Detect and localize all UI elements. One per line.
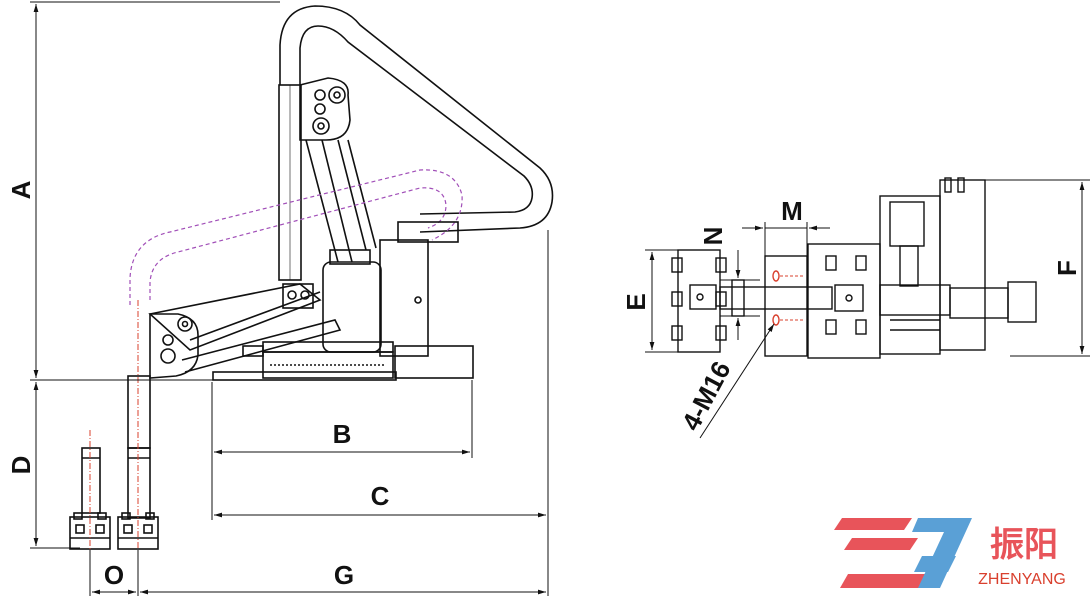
dim-label-g: G — [334, 560, 354, 590]
dim-label-n: N — [698, 227, 728, 246]
gripper-center-lines — [89, 300, 139, 555]
top-gripper-left — [671, 249, 727, 353]
base-carriage — [212, 341, 474, 381]
dim-label-f: F — [1052, 260, 1082, 276]
top-dimensions — [645, 179, 1090, 439]
top-connecting-rod — [719, 279, 833, 317]
dim-label-m: M — [781, 196, 803, 226]
dim-label-e: E — [621, 293, 651, 310]
upper-arm-plate — [299, 77, 351, 141]
dim-label-c: C — [371, 481, 390, 511]
lower-arm-plate — [149, 313, 199, 379]
top-view — [645, 177, 1090, 439]
side-dimensions — [30, 1, 549, 596]
dim-label-d: D — [6, 456, 36, 475]
cable-arm-tube — [279, 5, 554, 233]
logo-english-name: ZHENYANG — [978, 571, 1066, 588]
top-mounting-plate — [764, 255, 808, 357]
gripper-left — [69, 512, 111, 550]
top-gripper-right — [807, 243, 881, 359]
alternate-position — [129, 169, 463, 305]
link-arms — [305, 139, 377, 263]
zhenyang-logo: 振阳 ZHENYANG — [834, 518, 1066, 588]
dim-label-a: A — [6, 180, 36, 199]
dim-label-o: O — [104, 560, 124, 590]
left-drop-tubes — [81, 375, 151, 519]
vertical-column — [278, 84, 302, 281]
drive-box — [322, 221, 459, 357]
dim-label-b: B — [333, 419, 352, 449]
joint-block — [282, 283, 314, 309]
logo-mark — [834, 518, 972, 588]
top-body — [879, 177, 1037, 355]
side-view — [30, 1, 554, 596]
logo-chinese-name: 振阳 — [990, 525, 1058, 565]
